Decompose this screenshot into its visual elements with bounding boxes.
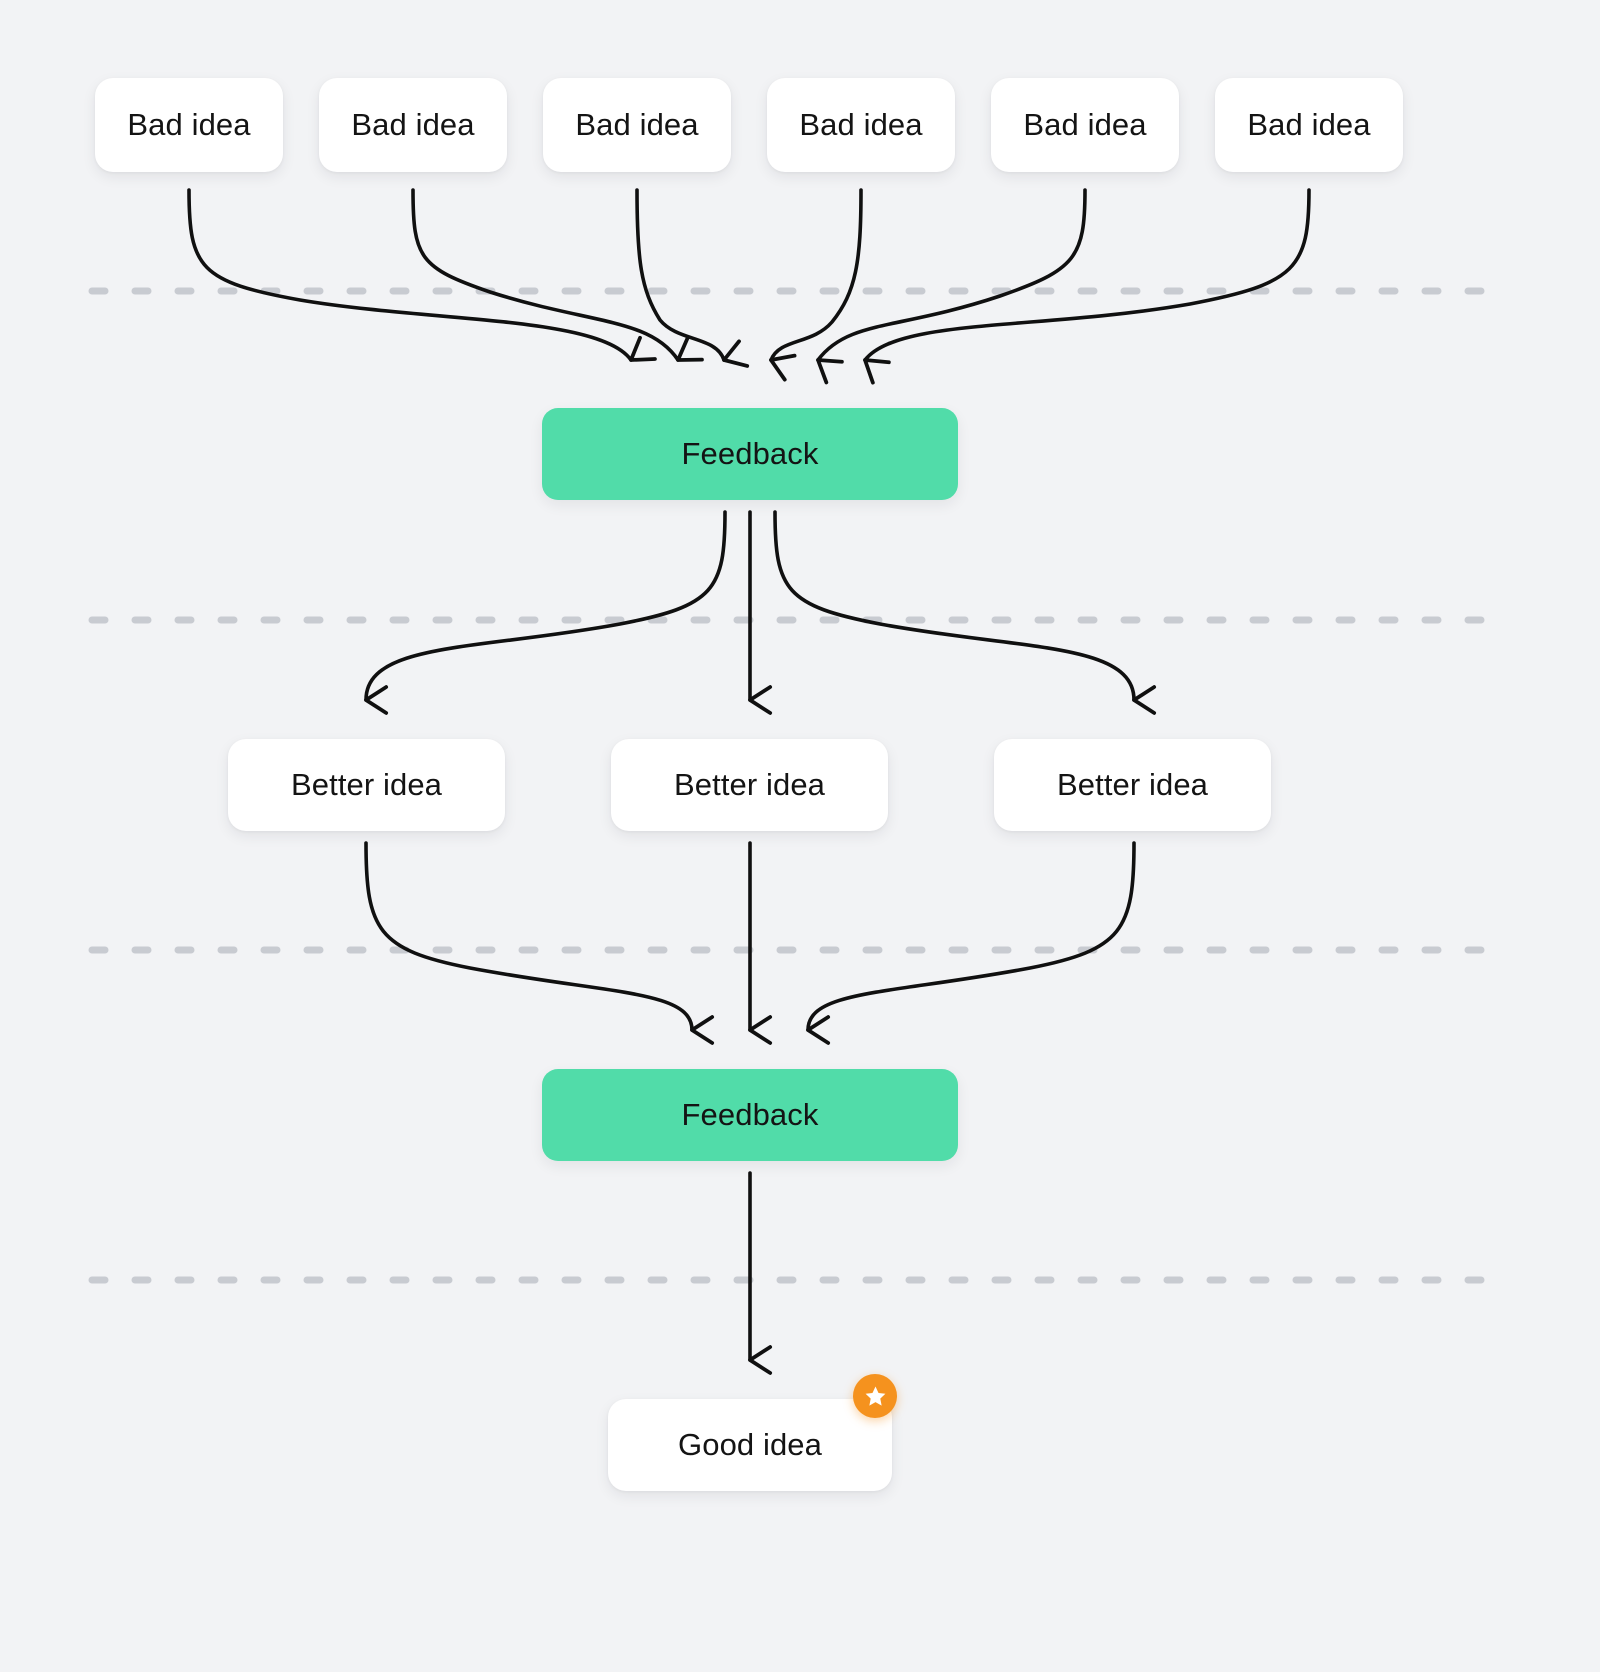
node-better-1[interactable]: Better idea — [228, 739, 505, 831]
node-label: Bad idea — [799, 107, 923, 142]
node-feedback-1[interactable]: Feedback — [542, 408, 958, 500]
connector-arrow — [863, 188, 1311, 385]
connector-arrow — [806, 841, 1136, 1045]
connector-arrow — [411, 188, 704, 362]
node-bad-4[interactable]: Bad idea — [767, 78, 955, 172]
connector-arrow — [769, 188, 863, 382]
node-bad-5[interactable]: Bad idea — [991, 78, 1179, 172]
node-label: Bad idea — [1023, 107, 1147, 142]
node-label: Bad idea — [127, 107, 251, 142]
node-label: Better idea — [290, 767, 443, 802]
connector-arrow — [773, 510, 1157, 715]
connector-arrow — [364, 510, 727, 715]
connector-arrow — [635, 188, 750, 368]
node-label: Better idea — [1056, 767, 1209, 802]
node-better-3[interactable]: Better idea — [994, 739, 1271, 831]
node-bad-2[interactable]: Bad idea — [319, 78, 507, 172]
connector-arrow — [364, 841, 715, 1045]
node-bad-1[interactable]: Bad idea — [95, 78, 283, 172]
node-bad-3[interactable]: Bad idea — [543, 78, 731, 172]
node-bad-6[interactable]: Bad idea — [1215, 78, 1403, 172]
node-good-1[interactable]: Good idea — [608, 1399, 892, 1491]
node-label: Bad idea — [351, 107, 475, 142]
node-label: Feedback — [681, 436, 819, 471]
connector-arrow — [187, 188, 657, 362]
star-icon — [853, 1374, 897, 1418]
node-label: Bad idea — [575, 107, 699, 142]
node-feedback-2[interactable]: Feedback — [542, 1069, 958, 1161]
node-label: Better idea — [673, 767, 826, 802]
node-better-2[interactable]: Better idea — [611, 739, 888, 831]
node-label: Good idea — [678, 1427, 822, 1462]
connector-arrow — [816, 188, 1087, 385]
node-label: Feedback — [681, 1097, 819, 1132]
node-label: Bad idea — [1247, 107, 1371, 142]
